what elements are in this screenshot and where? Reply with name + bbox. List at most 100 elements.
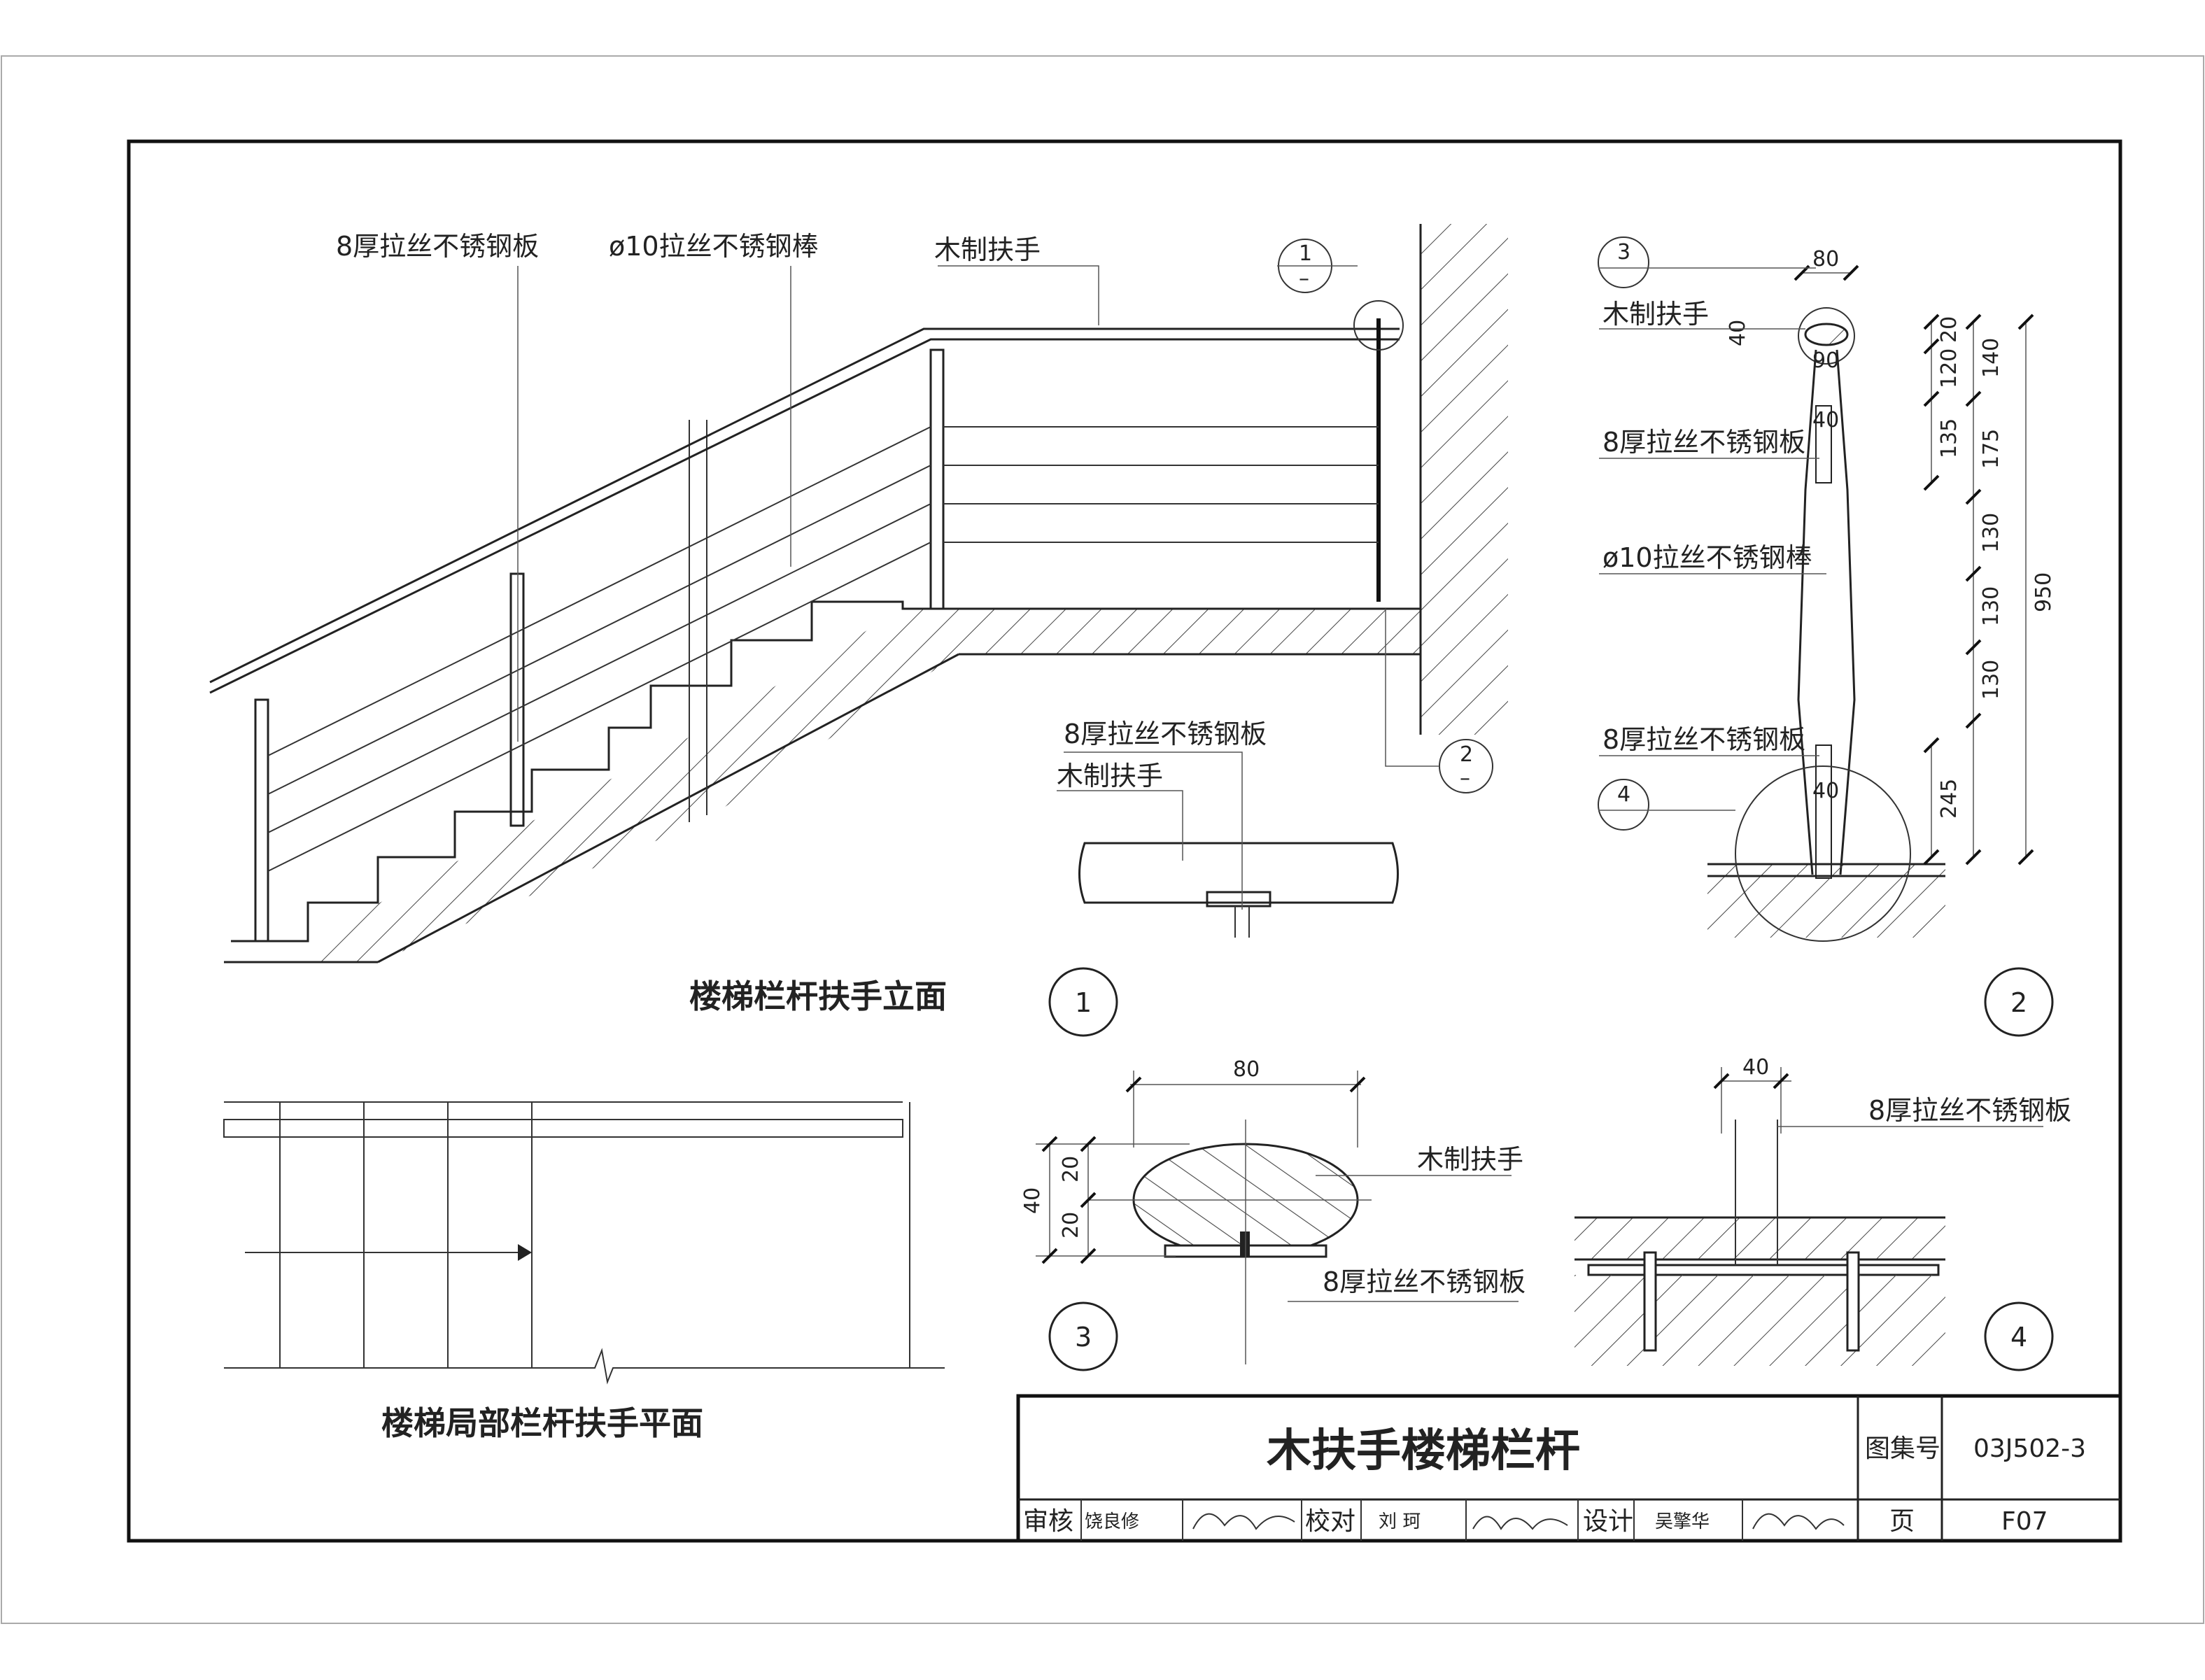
detail-3-badge-number: 3	[1075, 1322, 1092, 1353]
detail-2-badge-number: 2	[2010, 987, 2027, 1018]
check-name: 刘 珂	[1379, 1511, 1421, 1532]
detail-4: 40 8厚拉丝不锈钢板	[1575, 1055, 2071, 1366]
d2-dim-120: 120	[1937, 348, 1961, 388]
d2-label-plate-top: 8厚拉丝不锈钢板	[1602, 427, 1805, 458]
d3-ticks	[1041, 1076, 1366, 1264]
inset-handrail	[1078, 842, 1399, 904]
review-signature	[1192, 1513, 1295, 1530]
stair-soffit	[377, 653, 959, 963]
plan-break-line	[224, 1348, 945, 1385]
d2-dim-175: 175	[1979, 429, 2003, 469]
d3-dim-height: 40	[1020, 1187, 1045, 1214]
callout-2-dash: –	[1460, 766, 1470, 791]
sheet-title: 木扶手楼梯栏杆	[1267, 1425, 1580, 1477]
d2-callout-3-number: 3	[1617, 240, 1630, 264]
page-number: F07	[2001, 1507, 2048, 1536]
detail-3: 80 40 20 20 木制扶手 8厚拉丝不锈钢板	[1020, 1057, 1526, 1364]
d2-label-rod: ø10拉丝不锈钢棒	[1602, 542, 1812, 573]
handrail-inset: 8厚拉丝不锈钢板 木制扶手	[1057, 719, 1399, 938]
d3-dim-lower: 20	[1059, 1212, 1083, 1238]
d2-dim-40b: 40	[1812, 408, 1839, 432]
d2-dim-135: 135	[1937, 418, 1961, 458]
d2-label-plate-bottom: 8厚拉丝不锈钢板	[1602, 724, 1805, 755]
sloped-rods	[267, 426, 931, 872]
title-block-frame	[1016, 1394, 2122, 1543]
d4-ticks	[1713, 1073, 1789, 1089]
callout-1-number: 1	[1299, 241, 1312, 266]
d2-dim-20: 20	[1937, 316, 1961, 343]
d2-callout-4	[1598, 779, 1649, 831]
d2-dim-ticks	[1794, 264, 2034, 866]
d2-dim-90: 90	[1812, 348, 1839, 373]
d2-handrail	[1804, 323, 1849, 346]
d4-dim-width: 40	[1742, 1055, 1769, 1080]
design-label: 设计	[1583, 1507, 1633, 1536]
d2-dim-130c: 130	[1979, 660, 2003, 700]
d2-post-left	[1797, 349, 1817, 875]
check-label: 校对	[1305, 1507, 1355, 1536]
d2-plate-bottom	[1815, 744, 1832, 879]
plan-arrow-head	[518, 1244, 532, 1261]
d2-callout-3	[1598, 237, 1649, 288]
d4-label-plate: 8厚拉丝不锈钢板	[1868, 1095, 2071, 1126]
detail-1-badge	[1048, 967, 1118, 1037]
detail-4-badge	[1984, 1301, 2054, 1371]
callout-2-line	[1385, 609, 1439, 767]
title-block: 木扶手楼梯栏杆 图集号 03J502-3 审核 饶良修 校对 刘 珂 设计 吴擎…	[1016, 1394, 2122, 1543]
d3-dim-upper: 20	[1059, 1156, 1083, 1183]
review-label: 审核	[1023, 1507, 1073, 1536]
leader-handrail	[938, 265, 1099, 325]
d3-label-handrail: 木制扶手	[1417, 1144, 1523, 1175]
d2-dim-245: 245	[1937, 779, 1961, 819]
horizontal-rods	[943, 426, 1379, 543]
inset-leader-handrail	[1057, 790, 1183, 861]
d2-dim-top-width: 80	[1812, 247, 1839, 271]
detail-2-badge	[1984, 967, 2054, 1037]
design-signature	[1752, 1513, 1845, 1530]
detail-4-badge-number: 4	[2010, 1322, 2027, 1353]
wood-handrail-lower-edge	[209, 338, 1400, 694]
d2-post-right	[1836, 349, 1856, 875]
design-name: 吴擎华	[1655, 1511, 1710, 1532]
plan-handrail	[223, 1119, 903, 1138]
inset-label-plate: 8厚拉丝不锈钢板	[1064, 719, 1267, 749]
d4-bolt-right	[1846, 1251, 1860, 1352]
d2-plate-top	[1815, 405, 1832, 483]
d3-screw	[1240, 1231, 1250, 1257]
d2-label-handrail: 木制扶手	[1602, 299, 1709, 330]
atlas-number: 03J502-3	[1973, 1434, 2086, 1463]
label-rod: ø10拉丝不锈钢棒	[609, 231, 819, 262]
review-name: 饶良修	[1085, 1511, 1139, 1532]
detail-3-badge	[1048, 1301, 1118, 1371]
check-signature	[1472, 1516, 1568, 1530]
d4-slab	[1575, 1275, 1945, 1366]
d2-callout-4-number: 4	[1617, 782, 1630, 807]
label-handrail: 木制扶手	[934, 234, 1041, 265]
wood-handrail	[209, 327, 1400, 684]
d4-bolt-left	[1643, 1251, 1657, 1352]
post-3	[929, 348, 945, 610]
label-plate: 8厚拉丝不锈钢板	[336, 231, 539, 262]
d3-dim-width: 80	[1233, 1057, 1260, 1082]
d4-floor-finish	[1575, 1217, 1945, 1259]
stair-slab-hatch	[308, 609, 1421, 962]
plan-caption: 楼梯局部栏杆扶手平面	[381, 1404, 703, 1442]
post-2	[509, 572, 525, 827]
detail-1-badge-number: 1	[1075, 987, 1092, 1018]
d2-dim-40a: 40	[1726, 320, 1750, 346]
d2-dim-140: 140	[1979, 338, 2003, 378]
detail-2: 80 40 90 40 40 20 120 135 140 175 130 13…	[1598, 237, 2056, 942]
d2-dim-130a: 130	[1979, 513, 2003, 553]
d2-dim-950: 950	[2031, 572, 2056, 612]
detail-1-marker	[1353, 300, 1404, 351]
inset-leader-plate	[1064, 751, 1243, 910]
elevation-caption: 楼梯栏杆扶手立面	[689, 977, 947, 1015]
d2-dim-130b: 130	[1979, 586, 2003, 626]
wall-hatch	[1421, 224, 1508, 735]
atlas-label: 图集号	[1865, 1434, 1940, 1463]
stair-plan: 楼梯局部栏杆扶手平面	[223, 1101, 945, 1442]
page-label: 页	[1889, 1507, 1915, 1536]
outer-sheet-border	[1, 55, 2204, 1624]
d2-dim-40c: 40	[1812, 779, 1839, 803]
